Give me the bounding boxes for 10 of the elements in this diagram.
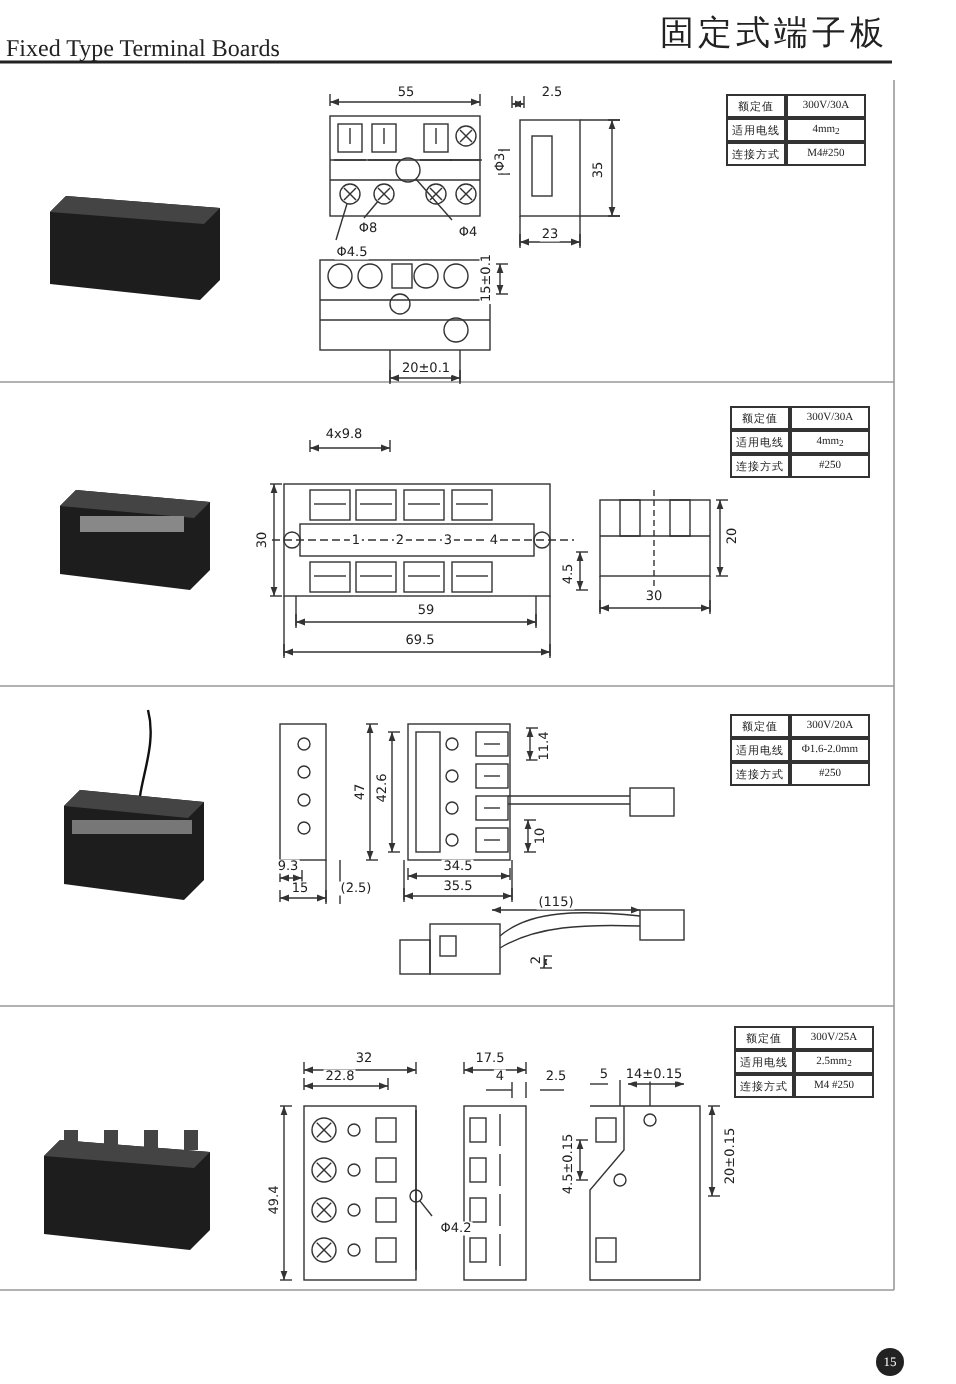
leader-line [415,178,453,221]
leader-line [335,202,348,241]
mounting-hole [395,157,421,183]
leader-line [363,201,379,219]
title-text: Fixed Type Terminal Boards [6,34,280,64]
mounting-hole [409,1189,423,1203]
caption-text: 固定式端子板 [660,12,888,56]
screw-hole [339,183,361,205]
leader-line [419,1200,433,1217]
screw-hole [373,183,395,205]
